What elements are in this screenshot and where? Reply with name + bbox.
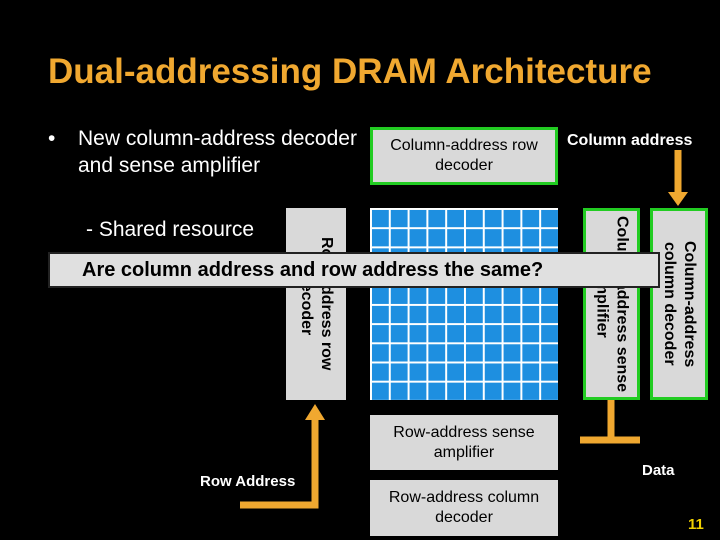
row-address-arrow	[240, 418, 319, 509]
page-number: 11	[688, 516, 704, 533]
row-address-label: Row Address	[200, 473, 296, 490]
column-address-label: Column address	[567, 132, 693, 149]
data-arrow	[607, 400, 640, 444]
sub-bullet-item: - Shared resource	[86, 218, 255, 241]
row-address-sense-amplifier: Row-address sense amplifier	[370, 415, 558, 470]
column-address-row-decoder: Column-address row decoder	[370, 127, 558, 185]
row-address-row-decoder: Row-address row decoder	[286, 208, 346, 400]
data-label: Data	[642, 462, 675, 479]
question-banner: Are column address and row address the s…	[48, 252, 660, 288]
memory-cell-array	[370, 208, 558, 400]
column-address-column-decoder: Column-address column decoder	[650, 208, 708, 400]
row-address-column-decoder: Row-address column decoder	[370, 480, 558, 536]
column-address-sense-amplifier: Column-address sense amplifier	[583, 208, 640, 400]
row-address-arrowhead	[305, 404, 325, 420]
bullet-marker: •	[48, 127, 56, 150]
bullet-item: New column-address decoder and sense amp…	[78, 127, 357, 177]
slide-title: Dual-addressing DRAM Architecture	[48, 52, 652, 91]
column-address-arrowhead	[668, 192, 688, 206]
